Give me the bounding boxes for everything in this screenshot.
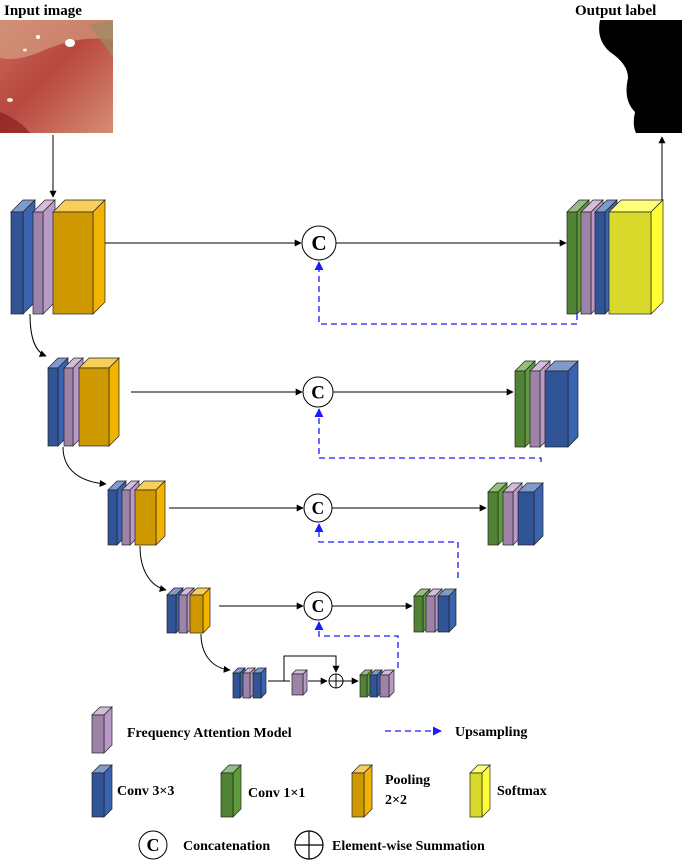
concat-node-4: C [303, 591, 333, 621]
encoder-stack-3 [107, 480, 166, 546]
decoder-stack-3-layer-0 [487, 482, 508, 546]
decoder-stack-3-layer-2 [517, 482, 544, 546]
bottleneck-stack-layer-2 [252, 667, 267, 699]
legend-pooling-line2: 2×2 [385, 793, 407, 808]
legend-summation-swatch [294, 830, 324, 860]
connection-lines [29, 135, 666, 685]
concat-symbol: C [312, 498, 325, 518]
decoder-stack-2 [514, 360, 579, 448]
decoder-stack-1-layer-3 [608, 199, 664, 315]
down-arrow-3 [139, 545, 167, 592]
legend-upsampling: Upsampling [455, 725, 527, 740]
legend: Frequency Attention Model UpsamplingConv … [91, 706, 547, 860]
decoder-stack-4 [413, 588, 457, 633]
encoder-stack-1-layer-0 [10, 199, 36, 315]
bottleneck-attention [291, 669, 308, 696]
down-arrow-1 [29, 313, 47, 357]
upsampling-4 [314, 621, 399, 668]
decoder-stack-1 [566, 199, 664, 315]
encoder-stack-1 [10, 199, 106, 315]
bottleneck-residual [283, 655, 340, 681]
input-image [0, 20, 113, 133]
encoder-stack-1-layer-1 [32, 199, 56, 315]
encoder-stack-4-layer-2 [189, 587, 211, 634]
encoder-stack-2 [47, 357, 120, 447]
legend-conv1-swatch [220, 764, 242, 818]
concat-node-2: C [302, 376, 334, 408]
bottleneck-output-stack-layer-2 [379, 669, 395, 698]
decoder-stack-2-layer-2 [544, 360, 579, 448]
concat-symbol: C [311, 382, 325, 403]
encoder-stack-1-layer-2 [52, 199, 106, 315]
down-arrow-4 [200, 633, 231, 673]
encoder-stack-3-layer-2 [134, 480, 166, 546]
upsampling-2 [314, 408, 542, 462]
encoder-stack-4 [166, 587, 211, 634]
bottleneck-stack [232, 667, 267, 699]
concat-node-1: C [301, 225, 337, 261]
legend-concat-swatch: C [138, 830, 168, 860]
svg-text:C: C [147, 835, 160, 855]
bottleneck-output-stack [359, 669, 395, 698]
output-label-image [570, 20, 682, 133]
concat-symbol: C [311, 231, 326, 255]
legend-attention-swatch [91, 706, 113, 754]
legend-conv3-swatch [91, 764, 113, 818]
decoder-stack-4-layer-2 [437, 588, 457, 633]
legend-softmax-swatch [469, 764, 491, 818]
layers-layer [10, 199, 664, 699]
upsampling-3 [314, 523, 459, 578]
concat-nodes: C C C C [301, 225, 344, 689]
legend-conv1: Conv 1×1 [248, 786, 305, 801]
encoder-stack-2-layer-2 [78, 357, 120, 447]
concat-node-3: C [303, 493, 333, 523]
legend-frequency-attention: Frequency Attention Model [127, 726, 292, 741]
legend-conv3: Conv 3×3 [117, 784, 174, 799]
legend-pooling-swatch [351, 764, 373, 818]
legend-softmax: Softmax [497, 784, 547, 799]
legend-pooling-line1: Pooling [385, 773, 430, 788]
concat-symbol: C [312, 596, 325, 616]
input-image-label: Input image [4, 3, 82, 19]
upsampling-1 [314, 261, 578, 325]
summation-node [328, 673, 344, 689]
decoder-stack-3 [487, 482, 544, 546]
legend-concatenation: Concatenation [183, 839, 270, 854]
legend-summation: Element-wise Summation [332, 839, 485, 854]
output-label-title: Output label [575, 3, 656, 19]
down-arrow-2 [62, 446, 107, 488]
